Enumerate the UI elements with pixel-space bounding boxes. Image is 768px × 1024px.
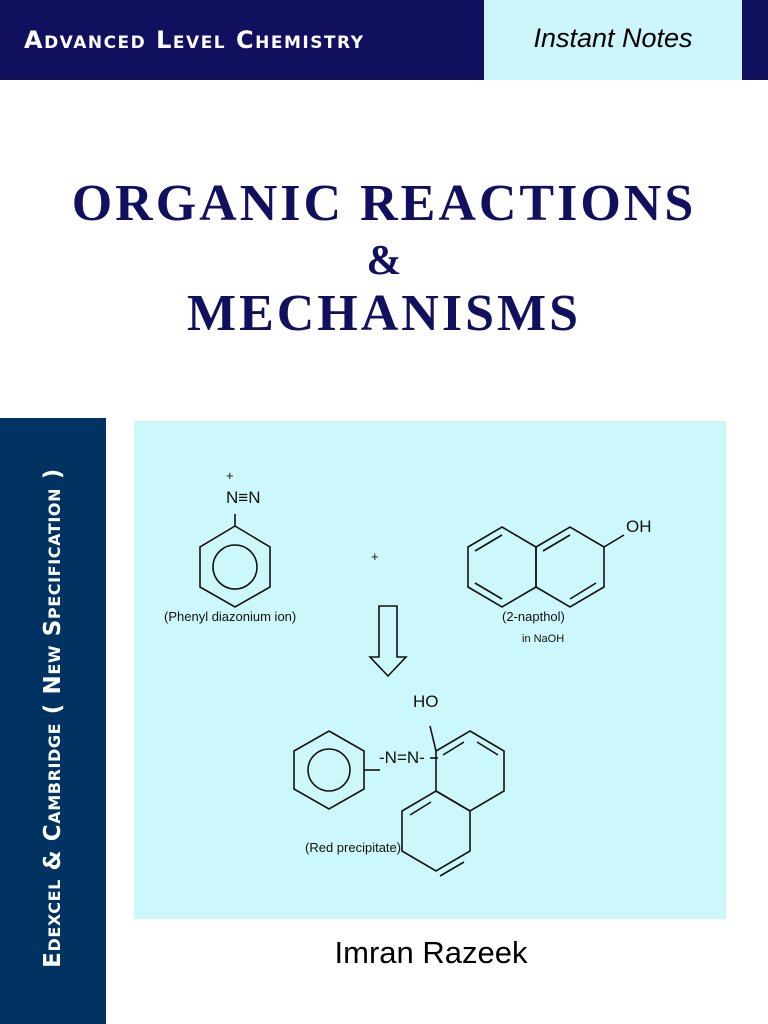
phenyl-diazonium-label: (Phenyl diazonium ion): [164, 609, 296, 624]
reaction-scheme-panel: + N≡N (Phenyl diazonium ion) + OH (2-nap…: [134, 421, 726, 919]
product-ho-label: HO: [413, 692, 439, 711]
reaction-plus-sign: +: [371, 549, 379, 564]
reaction-scheme-diagram: + N≡N (Phenyl diazonium ion) + OH (2-nap…: [164, 468, 652, 877]
book-title-line-2: MECHANISMS: [186, 285, 582, 342]
specification-label: Edexcel & Cambridge ( New Specification …: [40, 468, 66, 968]
author-name: Imran Razeek: [334, 935, 528, 970]
naphthol-condition-label: in NaOH: [522, 633, 564, 645]
down-arrow-icon: [368, 605, 408, 678]
naphthol-label: (2-napthol): [502, 609, 565, 624]
naphthalene-ring-icon: [467, 526, 625, 608]
series-header-bar: Advanced Level Chemistry Instant Notes: [0, 0, 768, 80]
red-precipitate-label: (Red precipitate): [305, 840, 401, 855]
series-title: Advanced Level Chemistry: [24, 26, 365, 54]
azo-link-label: -N=N-: [379, 748, 425, 767]
book-title-line-1: ORGANIC REACTIONS: [71, 175, 697, 232]
diazonium-plus-charge: +: [226, 468, 234, 483]
product-benzene-ring-icon: [293, 730, 380, 810]
naphthol-oh-label: OH: [626, 517, 652, 536]
diazonium-group-label: N≡N: [226, 488, 260, 507]
product-naphthalene-ring-icon: [401, 725, 505, 877]
instant-notes-label: Instant Notes: [533, 23, 693, 53]
instant-notes-badge: Instant Notes: [484, 0, 742, 80]
specification-side-band: [0, 418, 106, 1024]
book-title-ampersand: &: [366, 238, 402, 284]
benzene-ring-icon: [199, 514, 271, 608]
